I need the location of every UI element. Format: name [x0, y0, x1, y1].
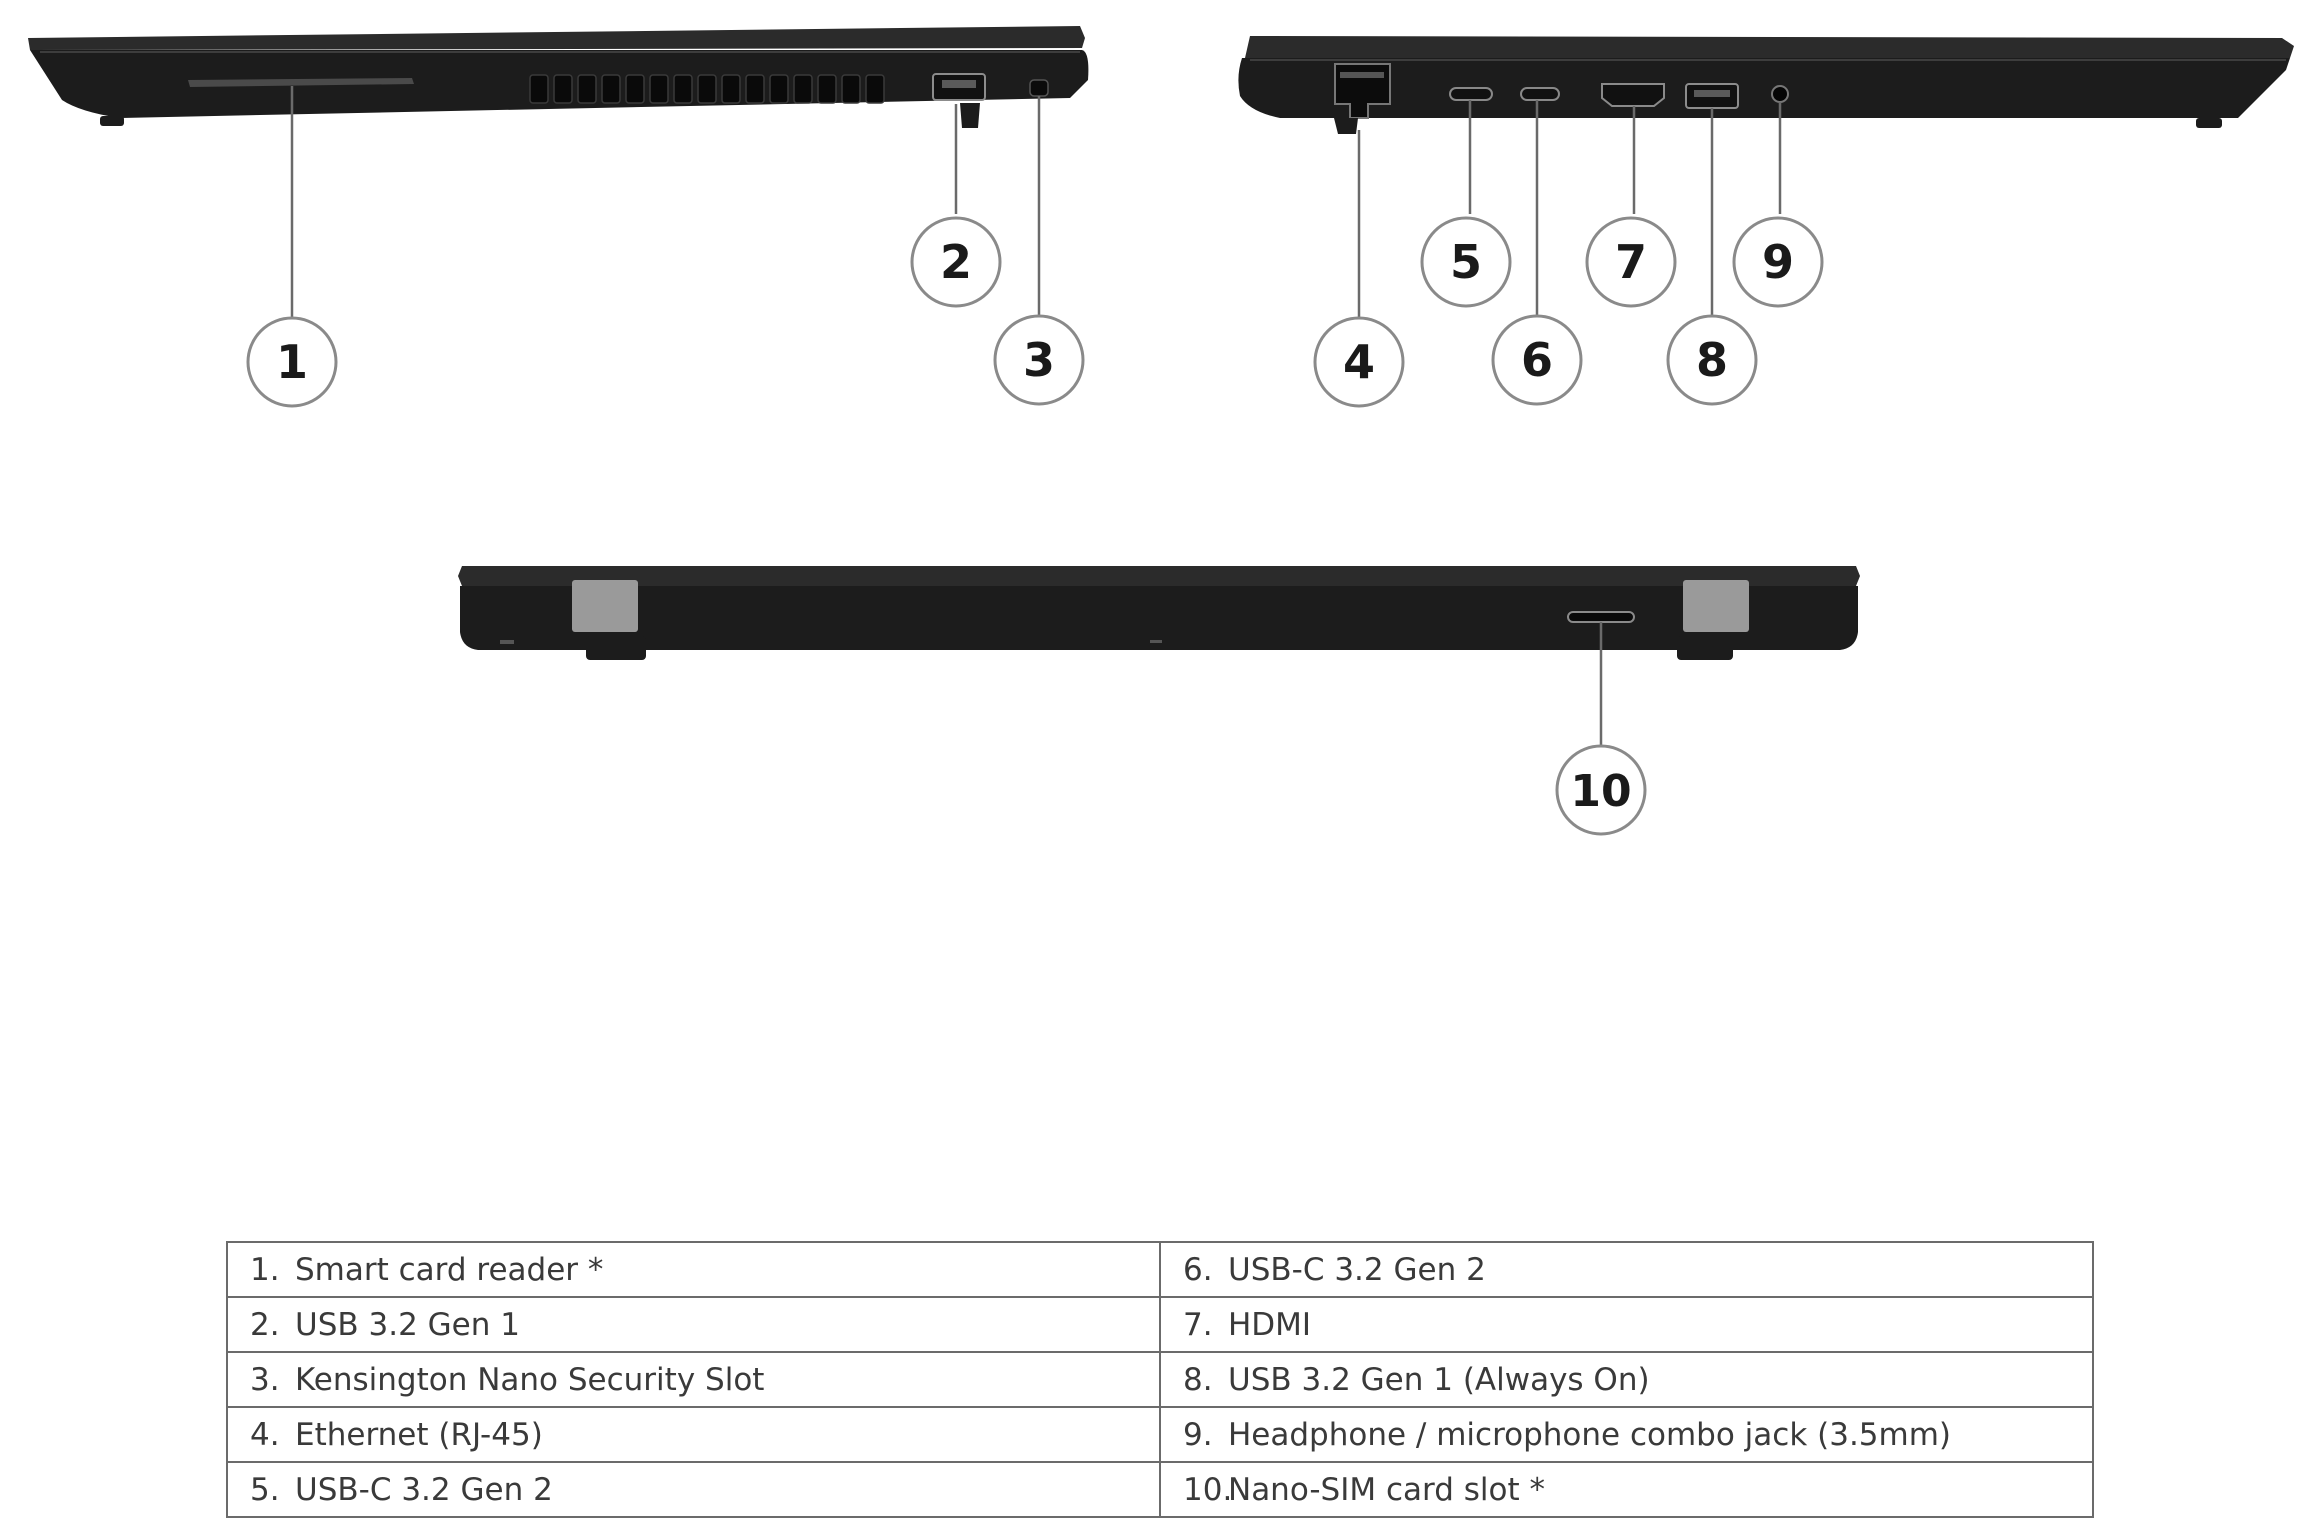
audio-jack — [1771, 85, 1789, 103]
legend-number: 1. — [250, 1251, 280, 1288]
callout-4: 4 — [1313, 316, 1405, 408]
legend-number: 4. — [250, 1416, 280, 1453]
callout-1: 1 — [246, 316, 338, 408]
legend-cell: 9. Headphone / microphone combo jack (3.5… — [1159, 1406, 2094, 1463]
legend-label: USB-C 3.2 Gen 2 — [295, 1471, 553, 1508]
table-row: 2. USB 3.2 Gen 1 7. HDMI — [226, 1296, 2094, 1353]
legend-cell: 2. USB 3.2 Gen 1 — [226, 1296, 1161, 1353]
svg-text:6: 6 — [1521, 333, 1553, 387]
svg-text:4: 4 — [1343, 335, 1375, 389]
legend-number: 9. — [1183, 1416, 1213, 1453]
svg-text:5: 5 — [1450, 235, 1482, 289]
legend-label: USB 3.2 Gen 1 (Always On) — [1228, 1361, 1650, 1398]
port-legend-table: 1.Smart card reader * 6.USB-C 3.2 Gen 2 … — [226, 1241, 2094, 1518]
left-side-view — [28, 26, 1089, 128]
hinge-left — [572, 580, 638, 632]
legend-cell: 4. Ethernet (RJ-45) — [226, 1406, 1161, 1463]
leader-lines — [290, 86, 1782, 746]
nano-sim-slot — [1567, 611, 1635, 623]
callout-3: 3 — [993, 314, 1085, 406]
legend-label: Nano-SIM card slot * — [1228, 1471, 1545, 1508]
legend-label: Kensington Nano Security Slot — [295, 1361, 765, 1398]
legend-label: Headphone / microphone combo jack (3.5mm… — [1228, 1416, 1952, 1453]
legend-number: 3. — [250, 1361, 280, 1398]
svg-text:10: 10 — [1570, 766, 1631, 817]
legend-number: 5. — [250, 1471, 280, 1508]
callout-7: 7 — [1585, 216, 1677, 308]
legend-number: 7. — [1183, 1306, 1213, 1343]
svg-text:8: 8 — [1696, 333, 1728, 387]
smart-card-slot — [188, 78, 414, 87]
legend-cell: 7. HDMI — [1159, 1296, 2094, 1353]
legend-label: Ethernet (RJ-45) — [295, 1416, 543, 1453]
callout-9: 9 — [1732, 216, 1824, 308]
right-side-view — [1238, 36, 2294, 134]
rear-view — [458, 566, 1860, 660]
table-row: 5. USB-C 3.2 Gen 2 10.Nano-SIM card slot … — [226, 1461, 2094, 1518]
svg-text:1: 1 — [276, 335, 308, 389]
legend-number: 6. — [1183, 1251, 1213, 1288]
legend-cell: 6. USB-C 3.2 Gen 2 — [1159, 1241, 2094, 1298]
hdmi-port — [1601, 83, 1665, 107]
usb-c-port-1 — [1449, 87, 1493, 101]
svg-text:9: 9 — [1762, 235, 1794, 289]
legend-label: Smart card reader * — [295, 1251, 604, 1288]
table-row: 1. Smart card reader * 6. USB-C 3.2 Gen 2 — [226, 1241, 2094, 1298]
legend-number: 10. — [1183, 1471, 1233, 1508]
legend-number: 2. — [250, 1306, 280, 1343]
svg-text:3: 3 — [1023, 333, 1055, 387]
usb-c-port-2 — [1520, 87, 1560, 101]
legend-label: HDMI — [1228, 1306, 1312, 1343]
callout-6: 6 — [1491, 314, 1583, 406]
vent-grille — [529, 74, 885, 104]
legend-number: 8. — [1183, 1361, 1213, 1398]
legend-cell: 1. Smart card reader * — [226, 1241, 1161, 1298]
table-row: 3. Kensington Nano Security Slot 8. USB 3.… — [226, 1351, 2094, 1408]
callout-8: 8 — [1666, 314, 1758, 406]
hinge-right — [1683, 580, 1749, 632]
callout-5: 5 — [1420, 216, 1512, 308]
legend-cell: 10.Nano-SIM card slot * — [1159, 1461, 2094, 1518]
callout-10: 10 — [1555, 744, 1647, 836]
legend-cell: 3. Kensington Nano Security Slot — [226, 1351, 1161, 1408]
security-slot — [1029, 79, 1049, 97]
legend-cell: 8. USB 3.2 Gen 1 (Always On) — [1159, 1351, 2094, 1408]
table-row: 4. Ethernet (RJ-45) 9. Headphone / microph… — [226, 1406, 2094, 1463]
svg-text:7: 7 — [1615, 235, 1647, 289]
callout-2: 2 — [910, 216, 1002, 308]
callouts: 1 2 3 4 5 6 7 8 — [246, 216, 1824, 836]
svg-text:2: 2 — [940, 235, 972, 289]
legend-label: USB 3.2 Gen 1 — [295, 1306, 520, 1343]
legend-cell: 5. USB-C 3.2 Gen 2 — [226, 1461, 1161, 1518]
legend-label: USB-C 3.2 Gen 2 — [1228, 1251, 1486, 1288]
